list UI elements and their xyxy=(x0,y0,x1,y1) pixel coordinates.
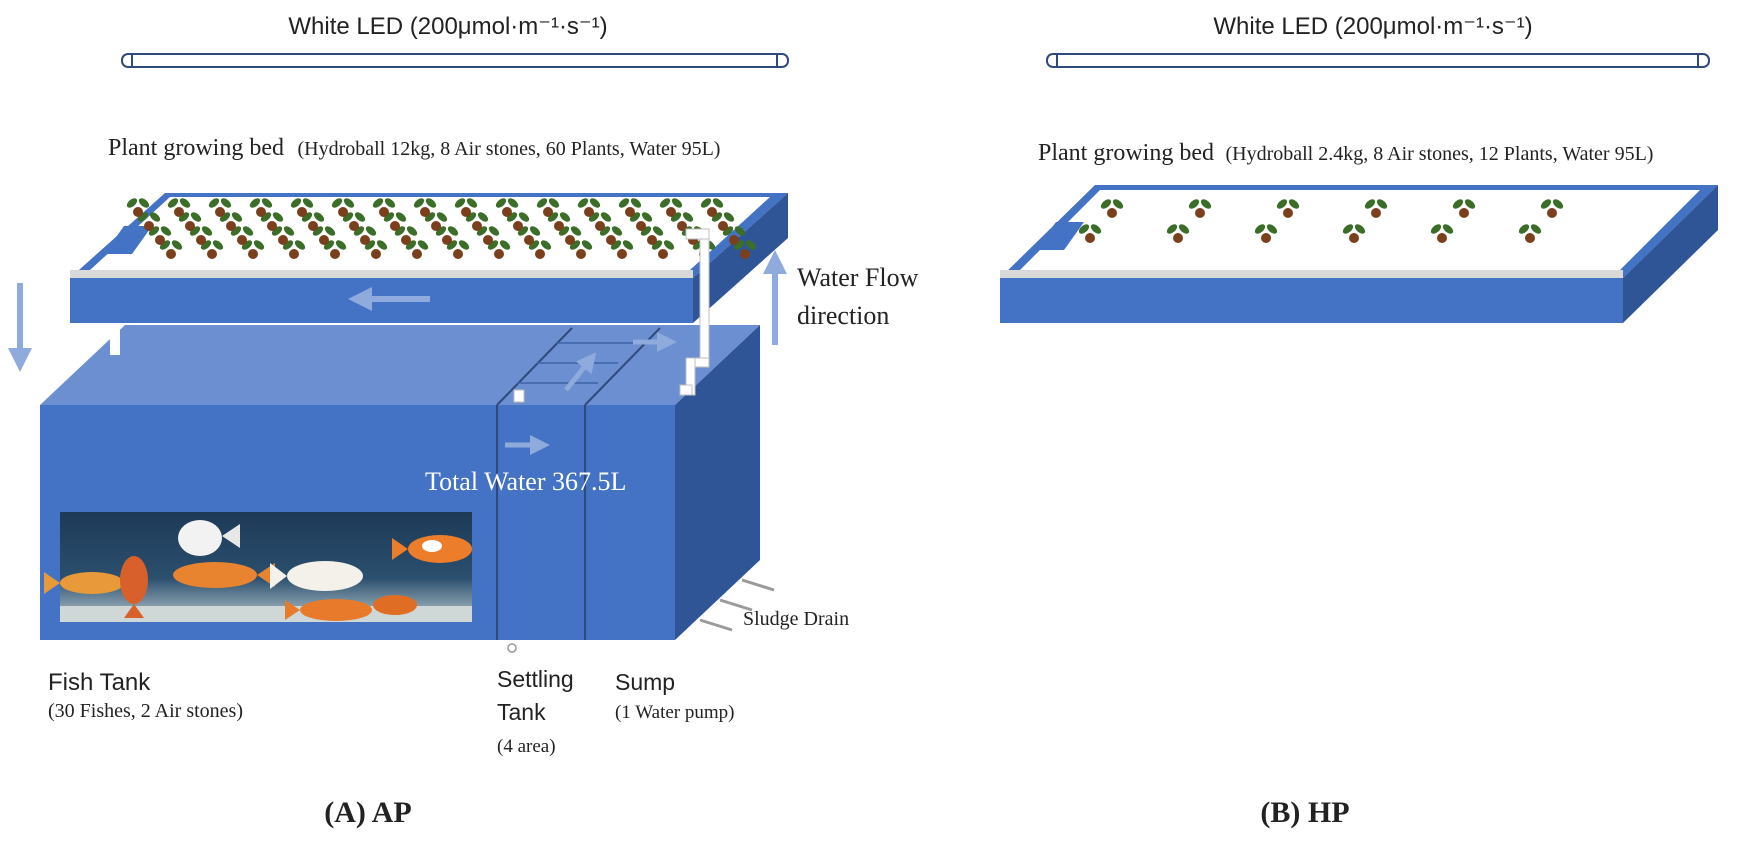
fish-icon xyxy=(373,595,417,615)
sludge-drain-label: Sludge Drain xyxy=(743,608,849,630)
plant-icon xyxy=(271,226,295,245)
panel-b: White LED (200μmol·m⁻¹·s⁻¹) Plant growin… xyxy=(1000,13,1718,829)
plant-icon xyxy=(331,198,355,217)
plant-icon xyxy=(167,198,191,217)
fish-icon xyxy=(120,556,148,618)
fish-icon xyxy=(285,599,372,621)
plant-icon xyxy=(1276,199,1300,218)
bed-label-a-main: Plant growing bed xyxy=(108,135,284,161)
plant-icon xyxy=(1078,224,1102,243)
grow-bed-b xyxy=(1000,185,1718,323)
caption-b: (B) HP xyxy=(1260,796,1349,829)
tank-side xyxy=(675,325,760,640)
bed-label-b-main: Plant growing bed xyxy=(1038,140,1214,166)
settling-tank-title: Settling Tank xyxy=(497,666,580,725)
plant-icon xyxy=(495,198,519,217)
plant-icon xyxy=(1188,199,1212,218)
plant-icon xyxy=(159,240,183,259)
led-label-a: White LED (200μmol·m⁻¹·s⁻¹) xyxy=(288,13,607,40)
fish-icon xyxy=(178,520,240,556)
plant-icon xyxy=(722,226,746,245)
grow-bed-b-corner xyxy=(1036,222,1084,250)
settling-tank-detail: (4 area) xyxy=(497,736,556,757)
plant-icon xyxy=(1364,199,1388,218)
fish-icon xyxy=(44,572,124,594)
plant-icon xyxy=(659,198,683,217)
plants-b xyxy=(1078,199,1564,243)
fish-icon xyxy=(392,535,472,563)
led-label-b: White LED (200μmol·m⁻¹·s⁻¹) xyxy=(1213,13,1532,40)
plant-icon xyxy=(618,198,642,217)
plant-icon xyxy=(137,212,161,231)
settling-drain-dot xyxy=(507,643,517,653)
plant-icon xyxy=(249,198,273,217)
bed-label-a-detail: (Hydroball 12kg, 8 Air stones, 60 Plants… xyxy=(297,138,720,160)
plant-icon xyxy=(290,198,314,217)
plant-icon xyxy=(241,240,265,259)
bed-label-b: Plant growing bed (Hydroball 2.4kg, 8 Ai… xyxy=(1038,140,1653,166)
water-flow-label: Water Flow direction xyxy=(797,263,925,330)
water-pipes xyxy=(110,228,710,403)
bed-label-a: Plant growing bed (Hydroball 12kg, 8 Air… xyxy=(108,135,720,161)
plant-icon xyxy=(588,212,612,231)
grow-bed-a-corner xyxy=(104,226,152,254)
total-water-label: Total Water 367.5L xyxy=(425,467,626,496)
plant-icon xyxy=(1342,224,1366,243)
plant-icon xyxy=(372,198,396,217)
grow-bed-b-front xyxy=(1000,278,1623,323)
plant-icon xyxy=(208,198,232,217)
plant-icon xyxy=(260,212,284,231)
plant-icon xyxy=(700,198,724,217)
panel-a: White LED (200μmol·m⁻¹·s⁻¹) Plant growin… xyxy=(8,13,925,829)
grow-bed-a xyxy=(70,193,788,323)
led-tube-a xyxy=(121,53,789,68)
plant-icon xyxy=(528,240,552,259)
plant-icon xyxy=(1518,224,1542,243)
plant-icon xyxy=(1166,224,1190,243)
fish-icon xyxy=(270,561,363,591)
caption-a: (A) AP xyxy=(324,796,411,829)
plant-icon xyxy=(454,198,478,217)
plant-icon xyxy=(383,212,407,231)
plant-icon xyxy=(1254,224,1278,243)
grow-bed-b-side xyxy=(1623,185,1718,323)
plant-icon xyxy=(599,226,623,245)
plant-icon xyxy=(651,240,675,259)
led-tube-b xyxy=(1046,53,1710,68)
bed-label-b-detail: (Hydroball 2.4kg, 8 Air stones, 12 Plant… xyxy=(1225,143,1653,165)
plant-icon xyxy=(610,240,634,259)
plant-icon xyxy=(536,198,560,217)
plant-icon xyxy=(1430,224,1454,243)
tank-top xyxy=(40,325,760,405)
sump-title: Sump xyxy=(615,669,675,695)
plant-icon xyxy=(148,226,172,245)
plant-icon xyxy=(178,212,202,231)
fish-window xyxy=(44,512,472,622)
flow-arrow-up-settling xyxy=(564,352,597,392)
plant-icon xyxy=(342,212,366,231)
plant-icon xyxy=(1540,199,1564,218)
fish-tank-detail: (30 Fishes, 2 Air stones) xyxy=(48,700,243,722)
plant-icon xyxy=(577,198,601,217)
plant-icon xyxy=(364,240,388,259)
plant-icon xyxy=(413,198,437,217)
plant-icon xyxy=(126,198,150,217)
plant-icon xyxy=(1452,199,1476,218)
fish-tank-title: Fish Tank xyxy=(48,669,151,696)
sump-detail: (1 Water pump) xyxy=(615,702,734,723)
plants-a xyxy=(126,198,757,259)
plant-icon xyxy=(1100,199,1124,218)
plant-icon xyxy=(506,212,530,231)
sludge-drain-pipes xyxy=(699,578,775,632)
grow-bed-a-side xyxy=(693,193,788,323)
plant-icon xyxy=(640,226,664,245)
